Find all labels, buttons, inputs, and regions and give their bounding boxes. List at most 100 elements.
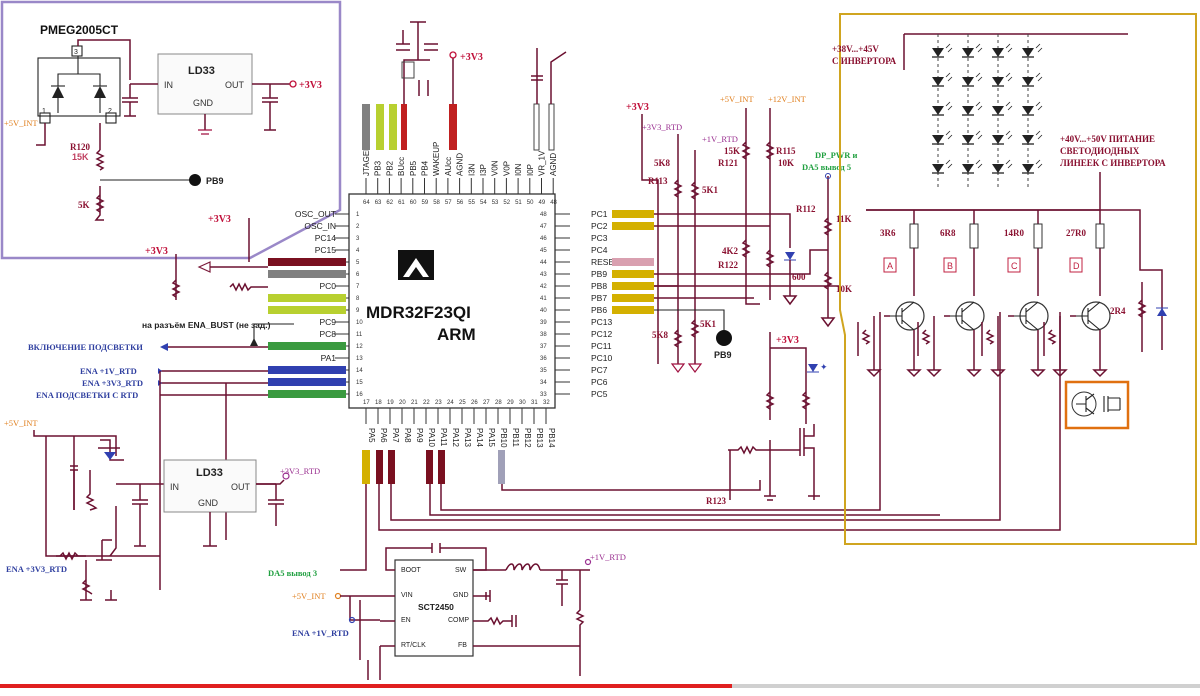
mcu-pin-num: 39: [540, 320, 547, 326]
led-icon: [932, 106, 944, 115]
svg-text:DA5 вывод 5: DA5 вывод 5: [802, 162, 851, 172]
mcu-pin-num: 28: [495, 400, 502, 406]
ena-bust-label: на разъём ENA_BUST (не зад.): [142, 320, 271, 330]
led-icon: [962, 164, 974, 173]
ena-3v3-label: ENA +3V3_RTD: [82, 378, 143, 388]
channel-letter: D: [1073, 261, 1080, 271]
mcu-pin-label-top: AGND: [456, 153, 465, 176]
mcu-pin-label-left: PC15: [315, 245, 337, 255]
mcu-pin-label-right: PB7: [591, 293, 607, 303]
mcu-pin-num: 56: [457, 200, 464, 206]
mcu-pin-num: 48: [540, 212, 547, 218]
mcu-pin-num: 18: [375, 400, 382, 406]
svg-text:+5V_INT: +5V_INT: [4, 418, 38, 428]
inset-diode-name: PMEG2005CT: [40, 23, 119, 37]
svg-text:5K8: 5K8: [654, 158, 671, 168]
svg-text:GND: GND: [193, 98, 214, 108]
mcu-pin-label-top: AGND: [549, 153, 558, 176]
mcu-pin-num: 7: [356, 284, 360, 290]
mcu-pin-num: 34: [540, 380, 547, 386]
svg-text:LD33: LD33: [196, 467, 223, 479]
svg-text:ENA +1V_RTD: ENA +1V_RTD: [292, 628, 349, 638]
mcu-pin-num: 19: [387, 400, 394, 406]
ena-1v-label: ENA +1V_RTD: [80, 366, 137, 376]
mcu-pin-num: 29: [507, 400, 514, 406]
mcu-pin-num: 17: [363, 400, 370, 406]
mcu-pin-label-top: V0N: [491, 160, 500, 176]
mcu-pin-label-right: PC7: [591, 365, 608, 375]
mcu-pin-label-bottom: PA14: [475, 428, 484, 448]
left-wiring: +3V3 +3V3 на разъём ENA_BUST (не зад.) В…: [28, 214, 294, 590]
mcu-pin-label-right: PC10: [591, 353, 613, 363]
mcu-pin-num: 6: [356, 272, 360, 278]
mcu-pin-num: 11: [356, 332, 363, 338]
mcu-pin-label-right: PC2: [591, 221, 608, 231]
svg-text:5K1: 5K1: [702, 185, 719, 195]
mcu-pin-label-bottom: PA10: [427, 428, 436, 448]
svg-text:FB: FB: [458, 642, 467, 649]
svg-text:11K: 11K: [836, 214, 852, 224]
mcu-pin-num: 22: [423, 400, 430, 406]
mcu-pin-label-right: PC4: [591, 245, 608, 255]
mcu-pin-num: 10: [356, 320, 363, 326]
svg-text:SCT2450: SCT2450: [418, 602, 454, 612]
svg-text:VIN: VIN: [401, 592, 413, 599]
mcu-pin-num: 47: [540, 224, 547, 230]
led-icon: [992, 135, 1004, 144]
mcu-pin-label-top: PB5: [409, 160, 418, 176]
led-icon: [992, 106, 1004, 115]
mcu-pin-num: 45: [540, 248, 547, 254]
mcu-pin-num: 41: [540, 296, 547, 302]
led-icon: [932, 135, 944, 144]
channel-letter: A: [887, 261, 893, 271]
mcu-pin-label-top: AUcc: [444, 157, 453, 176]
mcu-pin-num: 2: [356, 224, 360, 230]
mcu-pin-num: 3: [356, 236, 360, 242]
led-icon: [1022, 135, 1034, 144]
mcu-pin-label-right: RESET: [591, 257, 619, 267]
mcu-pin-label-top: I0N: [514, 163, 523, 176]
mcu-pin-label-left: OSC_OUT: [295, 209, 336, 219]
svg-text:+3V3: +3V3: [208, 214, 231, 225]
mcu-pin-label-bottom: PB10: [499, 428, 508, 448]
mcu-pin-num: 55: [468, 200, 475, 206]
mcu-pin-num: 4: [356, 248, 360, 254]
svg-text:С ИНВЕРТОРА: С ИНВЕРТОРА: [832, 56, 897, 66]
svg-text:R112: R112: [796, 204, 816, 214]
mcu-pin-label-right: PC6: [591, 377, 608, 387]
ena-backlight-rtd-label: ENA ПОДСВЕТКИ С RTD: [36, 390, 138, 400]
mcu-pin-num: 5: [356, 260, 360, 266]
svg-text:15K: 15K: [72, 152, 89, 162]
mid-section: +3V3 +3V3_RTD 5K8 R113 5K1 +1V_RTD 5K8 5…: [626, 94, 858, 506]
mcu-pin-num: 37: [540, 344, 547, 350]
diode-pin3: 3: [74, 49, 78, 56]
mcu-pin-num: 33: [540, 392, 547, 398]
svg-text:+12V_INT: +12V_INT: [768, 94, 807, 104]
mcu-pin-label-bottom: PA5: [367, 428, 376, 443]
svg-text:5K: 5K: [78, 200, 90, 210]
mcu-pin-label-top: WAKEUP: [432, 142, 441, 176]
svg-text:RT/CLK: RT/CLK: [401, 642, 426, 649]
led-line-resistor-value: 14R0: [1004, 228, 1024, 238]
mcu-pin-label-right: PB6: [591, 305, 607, 315]
led-icon: [932, 48, 944, 57]
led-icon: [992, 77, 1004, 86]
pb9-node-inset: [189, 174, 201, 186]
progress-bar[interactable]: [0, 684, 1200, 688]
mcu-pin-label-top: PB3: [374, 160, 383, 176]
svg-text:EN: EN: [401, 617, 411, 624]
mcu-pin-label-top: JTAGEN: [362, 145, 371, 176]
svg-text:+5V_INT: +5V_INT: [720, 94, 754, 104]
svg-text:IN: IN: [170, 482, 179, 492]
mcu-pin-label-right: PC3: [591, 233, 608, 243]
mcu-pin-label-top: I0P: [526, 164, 535, 176]
led-icon: [992, 48, 1004, 57]
mcu-pin-num: 53: [492, 200, 499, 206]
mcu-pin-num: 26: [471, 400, 478, 406]
svg-text:OUT: OUT: [225, 80, 245, 90]
svg-text:R122: R122: [718, 260, 738, 270]
svg-text:GND: GND: [453, 592, 469, 599]
mcu-pin-label-bottom: PB13: [535, 428, 544, 448]
mcu-pin-label-top: I3P: [479, 164, 488, 176]
